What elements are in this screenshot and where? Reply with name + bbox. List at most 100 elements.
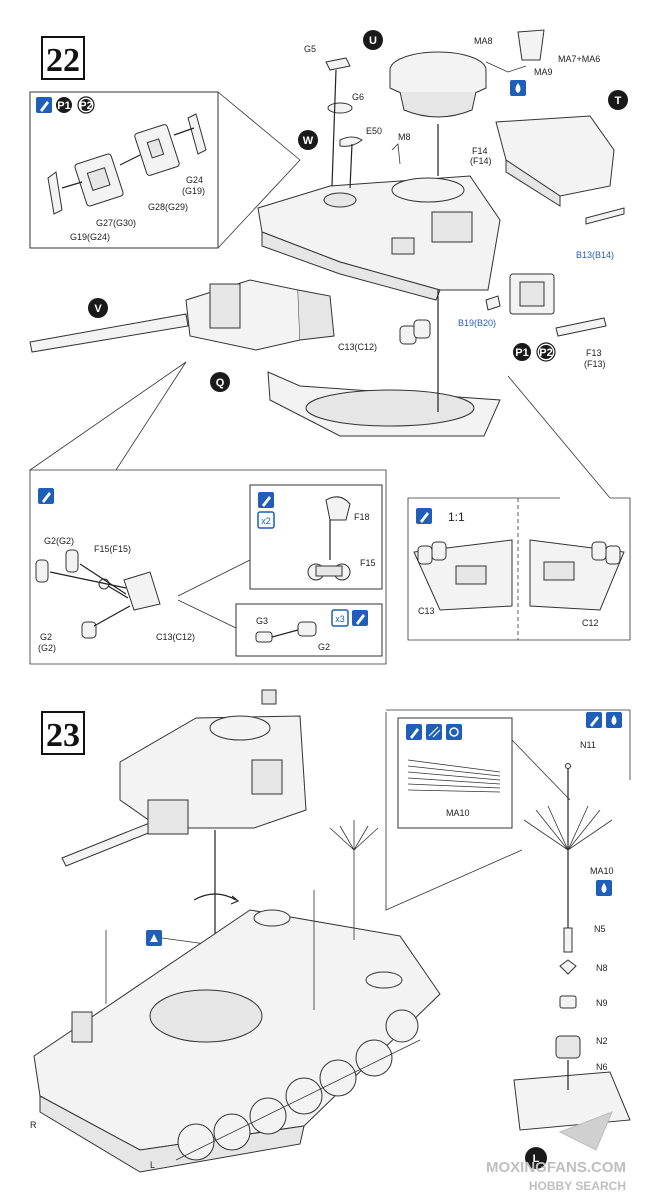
subassembly-badge-w: W <box>298 130 318 150</box>
label-r: R <box>30 1120 37 1130</box>
road-wheels-drawing <box>175 1009 421 1161</box>
glue-icon <box>596 880 612 896</box>
label-f15-sub: F15 <box>360 558 376 568</box>
label-n9: N9 <box>596 998 608 1008</box>
hatch-right-drawing <box>509 273 607 337</box>
label-b13: B13(B14) <box>576 250 614 260</box>
paint-icon <box>416 508 432 524</box>
step-number-box <box>41 711 85 755</box>
label-f14-alt: (F14) <box>470 156 492 166</box>
p1-badge-right: P1 <box>513 343 531 361</box>
no-glue-icon <box>146 930 162 946</box>
inset-leader <box>217 91 301 249</box>
turret-drawing <box>257 175 501 301</box>
paint-icon <box>352 610 368 626</box>
bustle-drawing <box>495 115 615 207</box>
svg-text:P2: P2 <box>79 100 92 112</box>
label-ma10: MA10 <box>590 866 614 876</box>
svg-text:Q: Q <box>216 377 225 389</box>
svg-text:P1: P1 <box>57 100 70 112</box>
ma-parts-drawing <box>485 29 545 73</box>
svg-text:U: U <box>369 35 377 47</box>
svg-text:P1: P1 <box>515 347 528 359</box>
inset-g3-leader <box>177 599 237 629</box>
label-g2-a: G2(G2) <box>44 536 74 546</box>
label-n11: N11 <box>580 740 596 750</box>
mantlet-parts-drawing <box>35 549 161 639</box>
label-g19: G19(G24) <box>70 232 110 242</box>
label-ma7: MA7+MA6 <box>558 54 600 64</box>
photo-etch-icon <box>426 724 442 740</box>
svg-text:P2: P2 <box>539 347 552 359</box>
multiplier-x3: x3 <box>331 609 349 627</box>
svg-text:L: L <box>533 1153 540 1165</box>
label-c13: C13(C12) <box>338 342 377 352</box>
inset-ma10-leader <box>511 739 571 801</box>
no-glue-leader <box>161 937 207 945</box>
subassembly-badge-q: Q <box>210 372 230 392</box>
label-g19-alt: (G19) <box>182 186 205 196</box>
watermark: MOXINGFANS.COM HOBBY SEARCH <box>486 1111 626 1193</box>
label-f15: F15(F15) <box>94 544 131 554</box>
svg-text:x2: x2 <box>261 516 271 526</box>
inset-f18-leader <box>177 559 251 597</box>
label-n2: N2 <box>596 1036 608 1046</box>
gun-drawing <box>29 279 335 353</box>
mantlet-left-compare <box>413 539 513 611</box>
part-c13-drawing <box>399 319 431 345</box>
step-number-box <box>41 36 85 80</box>
inset-left-leader <box>115 361 187 471</box>
label-n6: N6 <box>596 1062 608 1072</box>
svg-text:W: W <box>303 135 314 147</box>
svg-text:V: V <box>94 303 102 315</box>
label-g2-b: G2 <box>40 632 52 642</box>
label-m8: M8 <box>398 132 411 142</box>
label-n8: N8 <box>596 963 608 973</box>
label-l-hull: L <box>150 1160 155 1170</box>
label-g5: G5 <box>304 44 316 54</box>
scale-label: 1:1 <box>448 510 465 524</box>
step-23: 23 <box>30 689 631 1173</box>
bend-icon <box>446 724 462 740</box>
ma10-wire-drawing <box>407 759 501 793</box>
label-ma10-inset: MA10 <box>446 808 470 818</box>
glue-icon <box>606 712 622 728</box>
svg-text:x3: x3 <box>335 614 345 624</box>
paint-icon <box>38 488 54 504</box>
label-c12-compare: C12 <box>582 618 599 628</box>
label-g2-sub: G2 <box>318 642 330 652</box>
part-b13-drawing <box>585 207 625 225</box>
g3-drawing <box>255 621 317 643</box>
svg-text:T: T <box>615 95 622 107</box>
inset-left-frame <box>28 361 387 665</box>
label-ma9: MA9 <box>534 67 553 77</box>
label-n5: N5 <box>594 924 606 934</box>
label-c13-compare: C13 <box>418 606 435 616</box>
paint-icon <box>258 492 274 508</box>
turret-ring-drawing <box>267 290 501 437</box>
label-g28: G28(G29) <box>148 202 188 212</box>
paint-icon <box>36 97 52 113</box>
antenna-leader-frame <box>385 712 523 911</box>
step-number: 23 <box>46 717 80 754</box>
svg-text:HOBBY SEARCH: HOBBY SEARCH <box>529 1179 626 1193</box>
label-ma8: MA8 <box>474 36 493 46</box>
antenna-stack-drawing <box>513 763 631 1131</box>
hatch-part-drawing <box>47 113 207 215</box>
step-22: 22 P1 P2 G24 (G19) G28 <box>28 29 631 665</box>
inset-right-frame <box>407 375 631 641</box>
p2-badge-right: P2 <box>536 342 556 362</box>
subassembly-badge-u: U <box>363 30 383 50</box>
cupola-drawing <box>389 51 487 176</box>
svg-text:MOXINGFANS.COM: MOXINGFANS.COM <box>486 1159 626 1176</box>
p2-badge: P2 <box>77 96 95 114</box>
step-number: 22 <box>46 42 80 79</box>
label-f13-alt: (F13) <box>584 359 606 369</box>
label-g6: G6 <box>352 92 364 102</box>
subassembly-badge-v: V <box>88 298 108 318</box>
label-g2-c: (G2) <box>38 643 56 653</box>
rotate-arrow-icon <box>193 893 240 905</box>
label-f18: F18 <box>354 512 370 522</box>
label-f14: F14 <box>472 146 488 156</box>
